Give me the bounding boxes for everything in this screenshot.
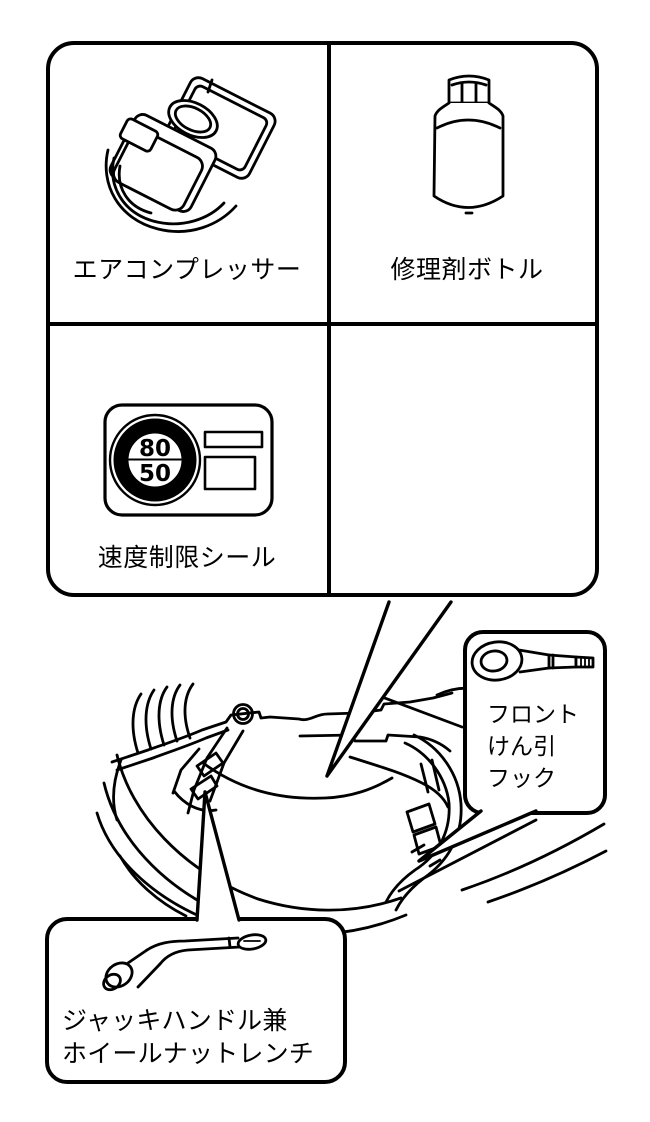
sealant-bottle-label: 修理剤ボトル [390,256,544,284]
front-tow-hook-label-line2: けん引 [487,733,556,759]
front-tow-hook-label-line3: フック [487,765,556,791]
front-tow-hook-label: フロント けん引 フック [487,698,579,794]
grid-divider-vertical [327,45,331,593]
air-compressor-label: エアコンプレッサー [72,256,302,284]
pointer-wedge-grid [325,600,453,778]
trunk-interior-lines [298,733,452,809]
jack-handle-wrench-label-line2: ホイールナットレンチ [62,1040,315,1068]
hatch-arcs-upper [112,682,195,822]
hinge-bracket-area [171,726,245,815]
grid-divider-horizontal [50,322,595,326]
grommet-icon [232,703,254,725]
speed-limit-sticker-label: 速度制限シール [97,544,277,572]
front-tow-hook-label-line1: フロント [487,701,579,727]
hatch-arcs-lower [95,753,408,936]
pointer-wedge-wrench [195,790,241,923]
parts-table [46,41,599,597]
trunk-upper-edge [110,686,479,800]
pointer-wedge-tow-hook [417,809,538,863]
jack-handle-wrench-label-line1: ジャッキハンドル兼 [62,1007,288,1035]
jack-handle-wrench-label: ジャッキハンドル兼 ホイールナットレンチ [62,1005,314,1071]
